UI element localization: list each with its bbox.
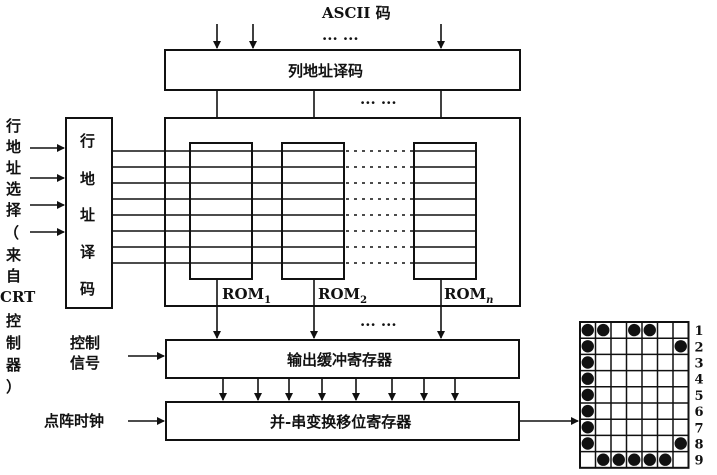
dot (628, 453, 641, 466)
svg-text:自: 自 (6, 267, 21, 285)
row-address-decoder-label: 行 地 址 译 码 (79, 132, 96, 298)
dot (628, 323, 641, 337)
row-number: 8 (695, 438, 704, 453)
output-buffer-register-box (165, 339, 520, 379)
svg-text:器: 器 (5, 356, 22, 374)
dot (659, 453, 672, 466)
rom2-block (281, 142, 345, 280)
dot (643, 453, 656, 466)
dot (581, 437, 594, 450)
row-number: 4 (695, 373, 704, 388)
shift-register-label: 并-串变换移位寄存器 (270, 413, 412, 431)
dot (597, 453, 610, 466)
rom2-label: ROM2 (318, 285, 367, 306)
svg-text:来: 来 (5, 246, 22, 264)
row-number: 6 (695, 405, 704, 420)
svg-text:制: 制 (6, 334, 21, 352)
svg-text:（: （ (4, 224, 19, 242)
dot (581, 421, 594, 434)
rom1-label: ROM1 (222, 285, 271, 306)
dot (581, 340, 594, 353)
svg-text:码: 码 (80, 280, 95, 298)
romn-label: ROMn (444, 285, 493, 306)
svg-text:地: 地 (6, 138, 21, 156)
column-address-decoder-label: 列地址译码 (288, 62, 363, 80)
rom1-block (189, 142, 253, 280)
svg-text:）: ） (6, 378, 21, 396)
romn-block (413, 142, 477, 280)
svg-text:选: 选 (6, 180, 21, 198)
row-number: 5 (695, 389, 704, 404)
control-signal-line2: 信号 (70, 354, 100, 372)
output-ellipsis: ··· ··· (360, 316, 397, 334)
dot (581, 372, 594, 385)
row-number: 3 (695, 357, 704, 372)
dot-matrix-character (579, 321, 690, 469)
buffer-to-shift-arrows (219, 378, 459, 401)
column-ellipsis: ··· ··· (360, 94, 397, 112)
svg-text:控: 控 (6, 312, 21, 330)
column-address-decoder-box (164, 49, 521, 91)
row-number: 9 (695, 454, 704, 469)
svg-text:址: 址 (80, 206, 95, 224)
dot (612, 453, 625, 466)
ascii-ellipsis: ··· ··· (322, 30, 359, 48)
ascii-label: ASCII 码 (321, 4, 391, 22)
row-select-label: 行 地 址 选 择 （ 来 自 CRT 控 制 器 ） (0, 117, 36, 396)
svg-text:址: 址 (6, 159, 21, 177)
dot-clock-label: 点阵时钟 (44, 412, 104, 430)
dot (674, 437, 687, 450)
output-buffer-register-label: 输出缓冲寄存器 (287, 351, 393, 369)
svg-text:行: 行 (5, 117, 21, 135)
row-number: 2 (695, 340, 704, 355)
control-signal-line1: 控制 (70, 334, 100, 352)
dot (581, 388, 594, 402)
shift-register-box (165, 401, 520, 441)
dot (674, 340, 687, 353)
dot (581, 356, 594, 369)
dot (581, 323, 594, 337)
row-select-arrows (30, 144, 65, 236)
svg-text:行: 行 (79, 132, 95, 150)
row-select-lines (112, 150, 414, 264)
svg-text:译: 译 (80, 243, 96, 261)
dot (643, 323, 656, 337)
svg-text:地: 地 (80, 170, 95, 188)
row-address-decoder-box (65, 117, 113, 309)
row-number: 7 (695, 421, 704, 436)
rom-output-arrows (213, 279, 445, 339)
svg-text:CRT: CRT (0, 288, 36, 306)
ascii-input-arrows (213, 24, 445, 49)
dot (597, 323, 610, 337)
dot (581, 404, 594, 418)
rom-blocks (189, 142, 477, 280)
svg-text:择: 择 (6, 201, 22, 219)
row-number: 1 (695, 324, 704, 339)
